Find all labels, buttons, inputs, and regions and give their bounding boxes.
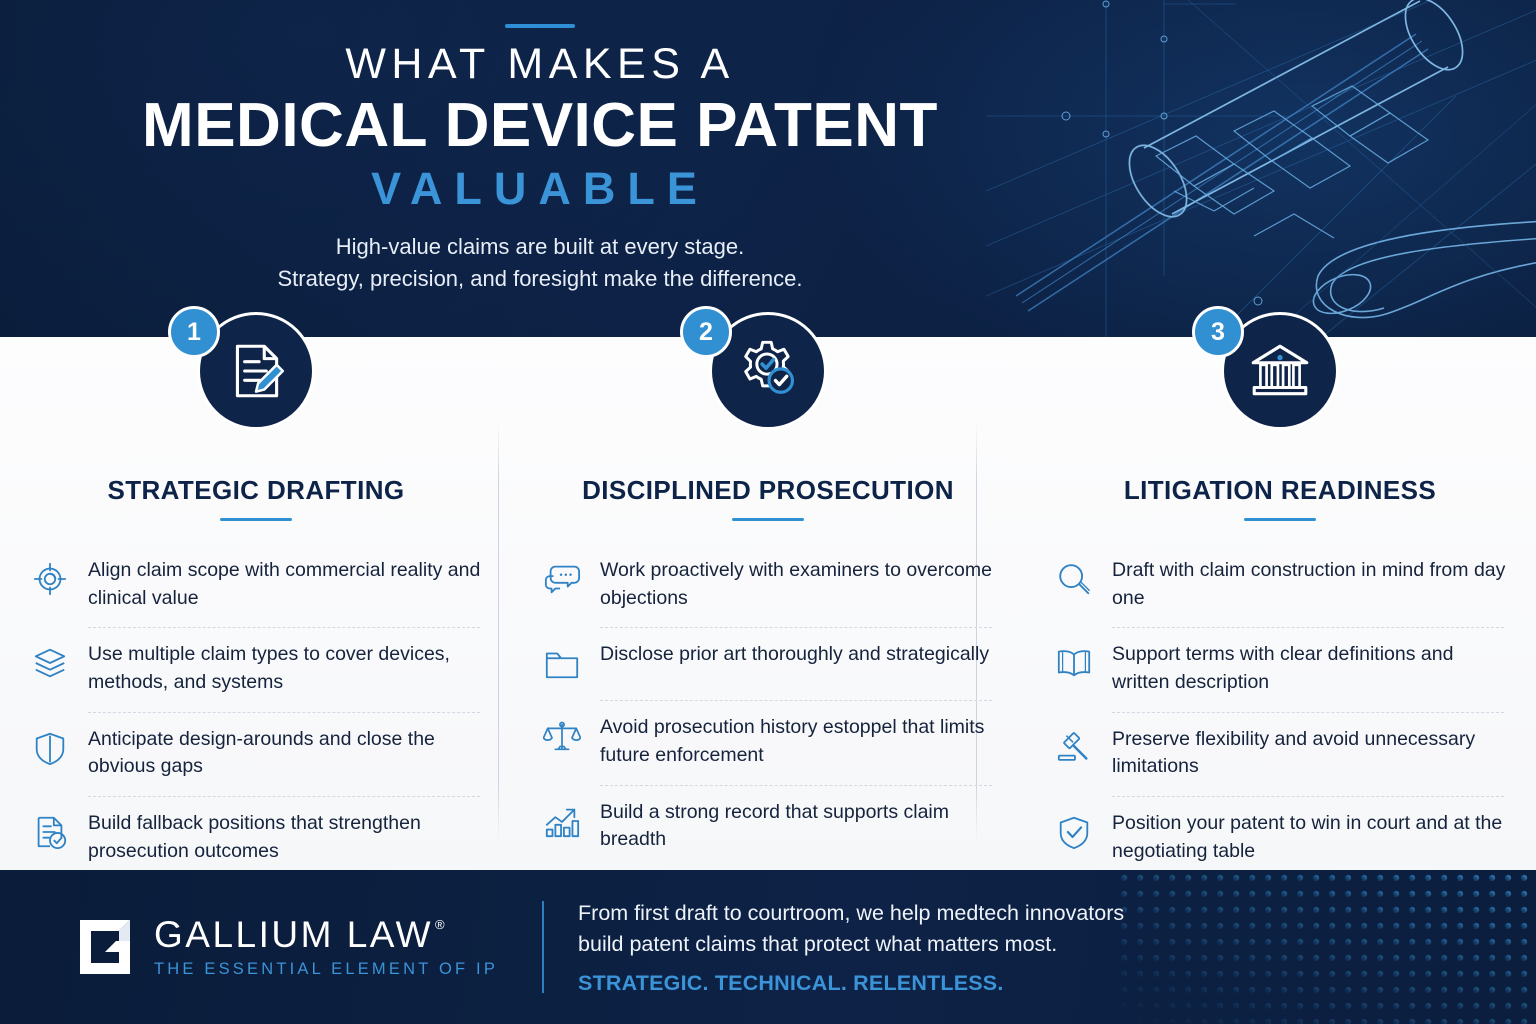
medical-device-blueprint-illustration (986, 0, 1536, 337)
footer-vertical-divider (542, 901, 545, 993)
list-item-text: Support terms with clear definitions and… (1112, 643, 1454, 694)
hero-subtitle: High-value claims are built at every sta… (277, 231, 802, 293)
column-2-title: DISCIPLINED PROSECUTION (582, 475, 954, 505)
column-3-number-badge: 3 (1192, 306, 1244, 358)
footer-accent-line: STRATEGIC. TECHNICAL. RELENTLESS. (578, 971, 1004, 996)
hero-section: WHAT MAKES A MEDICAL DEVICE PATENT VALUA… (0, 0, 1536, 337)
column-1-icon-circle (197, 312, 315, 430)
hero-text-block: WHAT MAKES A MEDICAL DEVICE PATENT VALUA… (0, 0, 1080, 337)
footer-copy-line-1: From first draft to courtroom, we help m… (578, 900, 1125, 925)
hero-top-accent-rule (505, 24, 575, 28)
list-item-text: Anticipate design-arounds and close the … (88, 727, 435, 778)
column-2-icon-circle (709, 312, 827, 430)
open-book-icon (1052, 641, 1096, 685)
list-item-text: Build fallback positions that strengthen… (88, 812, 421, 862)
courthouse-icon (1251, 344, 1309, 396)
column-disciplined-prosecution: 2 DISCIPLINED PROSECUTION (512, 306, 1024, 870)
list-item: Work proactively with examiners to overc… (540, 543, 1002, 627)
brand-name: GALLIUM LAW® (154, 913, 448, 955)
column-1-item-list: Align claim scope with commercial realit… (0, 543, 512, 881)
folder-icon (540, 641, 584, 685)
column-3-title-rule (1244, 518, 1316, 521)
document-check-icon (28, 810, 72, 854)
halftone-dot-pattern (1116, 870, 1536, 1024)
list-item: Draft with claim construction in mind fr… (1052, 543, 1514, 627)
column-litigation-readiness: 3 LITIGATION READINESS Draft with (1024, 306, 1536, 870)
hero-title-line-3: VALUABLE (371, 162, 709, 214)
list-item-text: Use multiple claim types to cover device… (88, 643, 450, 694)
shield-check-icon (1052, 810, 1096, 854)
target-crosshair-icon (28, 557, 72, 601)
list-item-text: Work proactively with examiners to overc… (600, 559, 992, 609)
gavel-icon (1052, 726, 1096, 770)
list-item: Use multiple claim types to cover device… (28, 627, 490, 711)
shield-icon (28, 726, 72, 770)
list-item-text: Align claim scope with commercial realit… (88, 559, 481, 609)
brand-tagline: THE ESSENTIAL ELEMENT OF IP (154, 959, 499, 978)
list-item-text: Draft with claim construction in mind fr… (1112, 559, 1506, 609)
gallium-g-logo-icon (80, 920, 130, 974)
column-2-item-list: Work proactively with examiners to overc… (512, 543, 1024, 869)
hero-title-line-1: WHAT MAKES A (345, 40, 735, 88)
column-3-item-list: Draft with claim construction in mind fr… (1024, 543, 1536, 881)
list-item: Support terms with clear definitions and… (1052, 627, 1514, 711)
hero-subtitle-line-2: Strategy, precision, and foresight make … (277, 265, 803, 291)
column-1-title: STRATEGIC DRAFTING (107, 475, 405, 505)
column-1-number-badge: 1 (168, 306, 220, 358)
hero-title-line-2: MEDICAL DEVICE PATENT (142, 91, 938, 161)
list-item-text: Position your patent to win in court and… (1112, 812, 1503, 862)
column-3-title: LITIGATION READINESS (1123, 475, 1437, 505)
list-item-text: Avoid prosecution history estoppel that … (600, 716, 985, 767)
brand-logo: GALLIUM LAW® THE ESSENTIAL ELEMENT OF IP (72, 914, 498, 980)
list-item: Anticipate design-arounds and close the … (28, 711, 490, 796)
scales-balance-icon (540, 714, 584, 758)
document-pencil-icon (235, 344, 285, 398)
registered-mark: ® (435, 916, 448, 932)
hero-subtitle-line-1: High-value claims are built at every sta… (335, 234, 745, 260)
chat-bubbles-icon (540, 557, 584, 601)
column-1-title-rule (220, 518, 292, 521)
footer-section: GALLIUM LAW® THE ESSENTIAL ELEMENT OF IP… (0, 870, 1536, 1024)
list-item: Preserve flexibility and avoid unnecessa… (1052, 711, 1514, 796)
list-item-text: Disclose prior art thoroughly and strate… (600, 643, 990, 666)
column-2-number-badge: 2 (680, 306, 732, 358)
list-item: Build a strong record that supports clai… (540, 784, 1002, 869)
magnifier-icon (1052, 557, 1096, 601)
column-strategic-drafting: 1 STRATEGIC DRAFTING (0, 306, 512, 870)
column-divider-2 (976, 422, 977, 842)
gear-check-icon (744, 340, 795, 394)
growth-chart-icon (540, 799, 584, 843)
column-2-title-rule (732, 518, 804, 521)
footer-copy-line-2: build patent claims that protect what ma… (578, 932, 1058, 956)
list-item: Disclose prior art thoroughly and strate… (540, 627, 1002, 700)
layers-stack-icon (28, 641, 72, 685)
list-item-text: Build a strong record that supports clai… (600, 800, 950, 851)
list-item: Position your patent to win in court and… (1052, 796, 1514, 880)
list-item-text: Preserve flexibility and avoid unnecessa… (1112, 727, 1476, 778)
list-item: Avoid prosecution history estoppel that … (540, 700, 1002, 784)
list-item: Build fallback positions that strengthen… (28, 796, 490, 880)
list-item: Align claim scope with commercial realit… (28, 543, 490, 627)
columns-section: 1 STRATEGIC DRAFTING (0, 306, 1536, 870)
column-divider-1 (498, 422, 499, 842)
footer-copy-block: From first draft to courtroom, we help m… (578, 898, 1124, 996)
hero-background-gradient (0, 0, 1536, 337)
